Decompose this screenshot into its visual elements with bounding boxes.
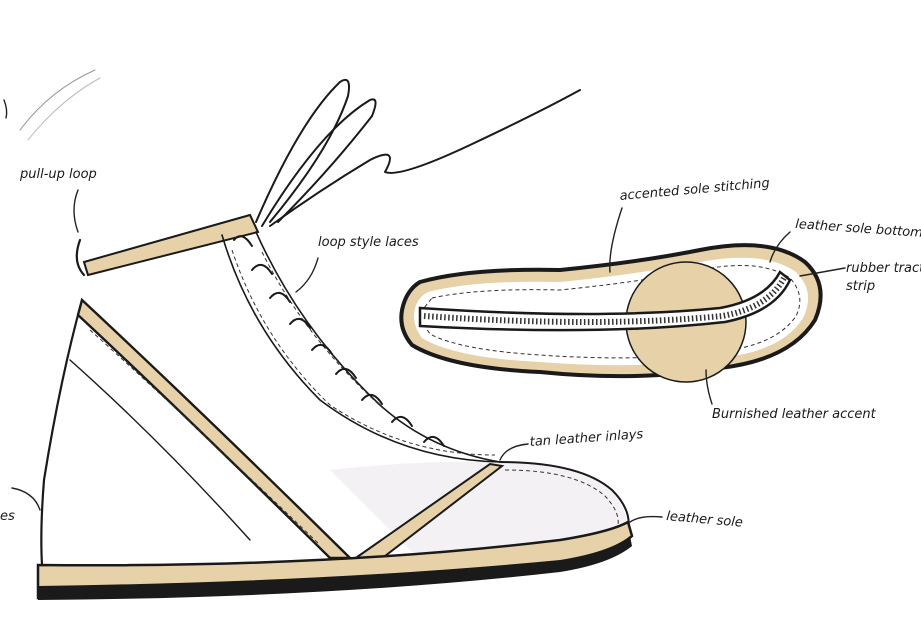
label-rubber-traction: rubber traction — [846, 261, 921, 276]
collar-band — [82, 213, 260, 277]
traction-strip — [418, 270, 792, 332]
sketch-marks — [3, 69, 101, 141]
shoe-side-view — [36, 78, 634, 600]
heel-inlay — [76, 297, 353, 560]
label-cut-off-left: es — [0, 509, 15, 524]
label-loop-style-laces: loop style laces — [318, 235, 419, 250]
sole-bottom-view — [399, 243, 823, 383]
label-leather-sole-bottom: leather sole bottom — [795, 217, 921, 241]
label-burnished-leather-accent: Burnished leather accent — [712, 407, 877, 422]
lace-loops — [233, 235, 445, 447]
label-pull-up-loop: pull-up loop — [19, 167, 97, 182]
label-tan-leather-inlays: tan leather inlays — [529, 427, 644, 450]
lace-bow — [255, 78, 581, 227]
label-leather-sole: leather sole — [666, 509, 744, 531]
leader-lines — [11, 189, 846, 523]
label-strip: strip — [846, 279, 875, 294]
label-accented-sole-stitching: accented sole stitching — [619, 176, 770, 204]
